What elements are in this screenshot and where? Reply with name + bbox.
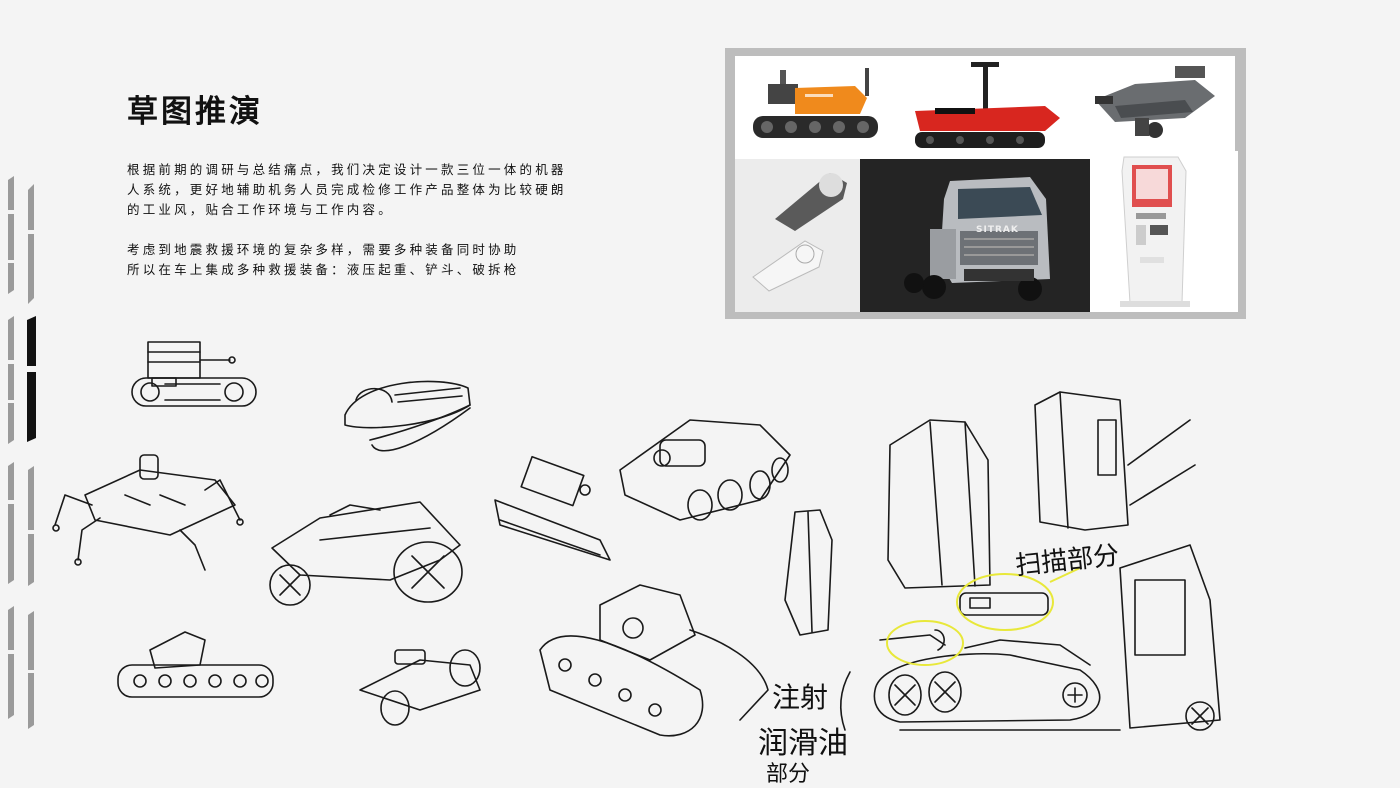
drone-photo <box>1075 56 1235 159</box>
truck-photo: SITRAK <box>860 159 1090 312</box>
sketch-scanner-housing <box>887 419 991 589</box>
sketch-large-tank <box>539 584 769 737</box>
inject-annotation-line3: 部分 <box>766 762 811 787</box>
sketch-tracked-arm-robot <box>494 455 611 561</box>
sketch-buggy <box>359 649 481 726</box>
inject-annotation-line2: 润滑油 <box>758 726 848 761</box>
rescue-line: 考虑到地震救援环境的复杂多样，需要多种装备同时协助 <box>127 242 520 257</box>
rescue-paragraph: 考虑到地震救援环境的复杂多样，需要多种装备同时协助 所以在车上集成多种救援装备：… <box>127 240 597 280</box>
sketch-small-tank <box>117 631 274 698</box>
sketch-spider-robot <box>52 454 244 571</box>
kiosk-photo <box>1090 151 1238 312</box>
truck-badge: SITRAK <box>976 225 1019 235</box>
sketch-boxy-tracked-robot <box>131 341 257 407</box>
sketch-capsule-vehicle <box>344 380 471 452</box>
intro-line: 人系统，更好地辅助机务人员完成检修工作产品整体为比较硬朗 <box>127 182 567 197</box>
correction-tape-photo <box>735 159 860 312</box>
intro-line: 的工业风，贴合工作环境与工作内容。 <box>127 202 394 217</box>
inject-highlight <box>886 620 964 666</box>
side-decoration <box>7 176 37 729</box>
tracked-vehicle-photo <box>895 56 1075 159</box>
sketch-big-wheel-rover <box>269 501 463 606</box>
rescue-line: 所以在车上集成多种救援装备：液压起重、铲斗、破拆枪 <box>127 262 520 277</box>
scan-highlight <box>956 573 1054 631</box>
intro-line: 根据前期的调研与总结痛点，我们决定设计一款三位一体的机器 <box>127 162 567 177</box>
page-title: 草图推演 <box>127 94 263 130</box>
tracked-robot-photo <box>735 56 895 159</box>
reference-collage: SITRAK <box>725 48 1246 319</box>
sketch-kiosk <box>1034 391 1196 531</box>
intro-paragraph: 根据前期的调研与总结痛点，我们决定设计一款三位一体的机器 人系统，更好地辅助机务… <box>127 160 597 220</box>
inject-annotation-line1: 注射 <box>772 681 829 714</box>
sketch-armored-vehicle <box>619 419 791 521</box>
sketch-main-robot-system <box>840 544 1221 731</box>
sketch-pillar <box>784 509 833 636</box>
